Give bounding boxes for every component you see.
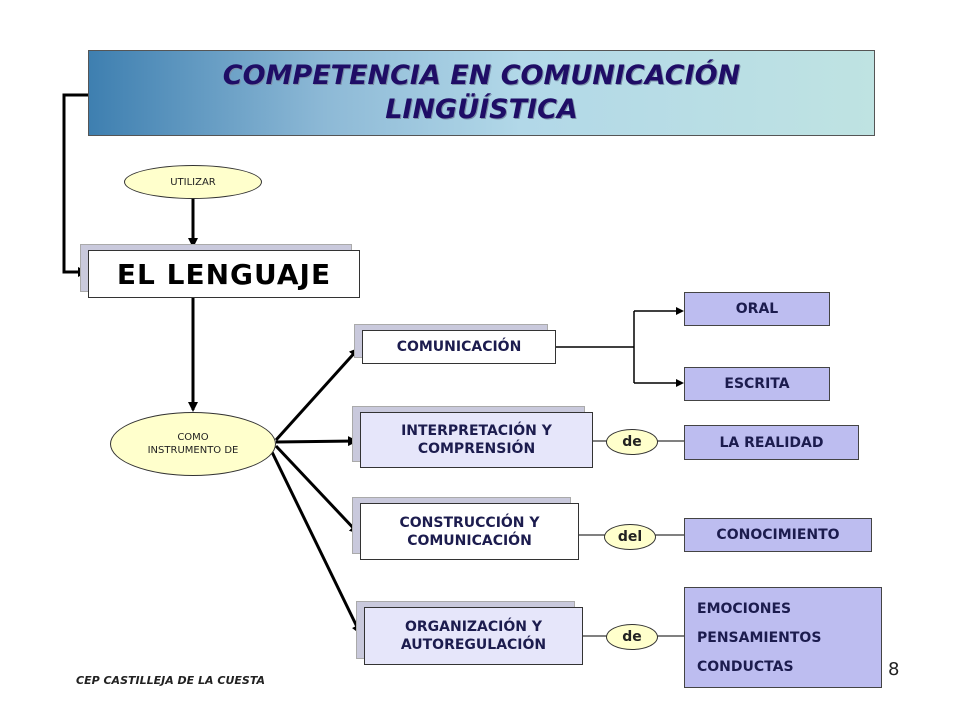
result-oral-label: ORAL xyxy=(735,301,779,317)
como-to-comunicacion-line xyxy=(274,347,360,442)
function-comunicacion-label: COMUNICACIÓN xyxy=(396,339,522,355)
title-banner: COMPETENCIA EN COMUNICACIÓN LINGÜÍSTICA xyxy=(88,50,875,136)
title-to-lenguaje-line xyxy=(62,93,88,277)
result-pensamientos-item: PENSAMIENTOS xyxy=(697,629,822,646)
lenguaje-node: EL LENGUAJE xyxy=(88,250,360,298)
connector-de-realidad: de xyxy=(606,429,658,455)
como-to-organizacion-line xyxy=(270,451,362,635)
result-realidad-label: LA REALIDAD xyxy=(719,434,824,451)
result-escrita-label: ESCRITA xyxy=(724,376,790,392)
function-construccion-line-2: COMUNICACIÓN xyxy=(407,532,532,549)
lenguaje-label: EL LENGUAJE xyxy=(116,257,332,291)
function-comunicacion: COMUNICACIÓN xyxy=(362,330,556,364)
comunicacion-fork-line xyxy=(556,310,680,384)
function-organizacion-line-1: ORGANIZACIÓN Y xyxy=(404,619,543,635)
result-escrita: ESCRITA xyxy=(684,367,830,401)
page-number: 8 xyxy=(888,659,900,680)
utilizar-node: UTILIZAR xyxy=(124,165,262,199)
title-text: COMPETENCIA EN COMUNICACIÓN LINGÜÍSTICA xyxy=(223,59,740,127)
como-to-construccion-line xyxy=(274,444,360,535)
function-interpretacion: INTERPRETACIÓN Y COMPRENSIÓN xyxy=(360,412,593,468)
result-realidad: LA REALIDAD xyxy=(684,425,859,460)
function-construccion: CONSTRUCCIÓN Y COMUNICACIÓN xyxy=(360,503,579,560)
function-interpretacion-line-2: COMPRENSIÓN xyxy=(417,441,536,457)
footer-text: CEP CASTILLEJA DE LA CUESTA xyxy=(76,674,265,687)
connector-del-conocimiento: del xyxy=(604,524,656,550)
function-organizacion-line-2: AUTOREGULACIÓN xyxy=(400,637,547,653)
function-organizacion: ORGANIZACIÓN Y AUTOREGULACIÓN xyxy=(364,607,583,665)
result-conocimiento: CONOCIMIENTO xyxy=(684,518,872,552)
connector-del-conocimiento-label: del xyxy=(617,529,643,545)
result-oral: ORAL xyxy=(684,292,830,326)
title-line-1: COMPETENCIA EN COMUNICACIÓN xyxy=(222,60,741,91)
result-conductas-item: CONDUCTAS xyxy=(697,658,794,675)
como-to-interpretacion-line xyxy=(275,436,358,447)
como-label-line-2: INSTRUMENTO DE xyxy=(147,445,239,456)
function-interpretacion-line-1: INTERPRETACIÓN Y xyxy=(401,423,552,439)
connector-de-emociones: de xyxy=(606,624,658,650)
result-emociones-list: EMOCIONES PENSAMIENTOS CONDUCTAS xyxy=(684,587,882,688)
function-construccion-line-1: CONSTRUCCIÓN Y xyxy=(399,514,540,531)
title-line-2: LINGÜÍSTICA xyxy=(385,94,578,125)
como-label-line-1: COMO xyxy=(177,432,209,443)
connector-de-emociones-label: de xyxy=(622,629,642,645)
result-emociones-item: EMOCIONES xyxy=(697,600,792,617)
utilizar-label: UTILIZAR xyxy=(170,176,216,188)
como-instrumento-node: COMO INSTRUMENTO DE xyxy=(110,412,276,476)
connector-de-realidad-label: de xyxy=(622,434,642,450)
result-conocimiento-label: CONOCIMIENTO xyxy=(716,527,840,543)
